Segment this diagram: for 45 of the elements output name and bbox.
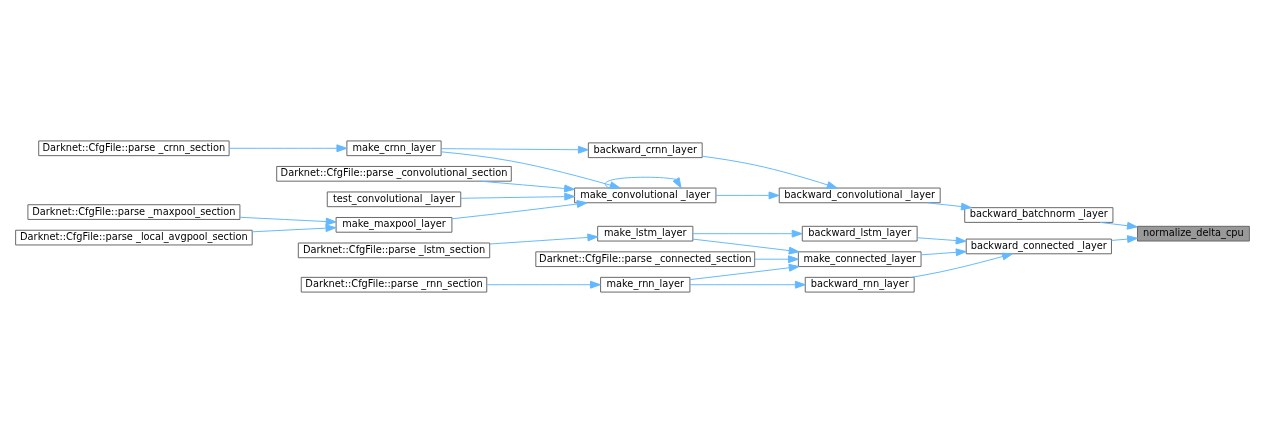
arrow bbox=[701, 155, 838, 189]
node-box: backward_rnn_layer bbox=[804, 276, 915, 293]
node-box: make_lstm_layer bbox=[597, 225, 694, 242]
node-box: make_maxpool_layer bbox=[335, 216, 453, 233]
node-box: backward_crnn_layer bbox=[587, 141, 703, 158]
arrow bbox=[489, 233, 599, 244]
arrow bbox=[251, 223, 337, 232]
arrow bbox=[1111, 234, 1138, 243]
node-box: make_rnn_layer bbox=[600, 276, 691, 293]
node-box: Darknet::CfgFile::parse _connected_section bbox=[535, 250, 756, 267]
arrow bbox=[692, 229, 803, 238]
node-box: Darknet::CfgFile::parse _maxpool_section bbox=[27, 203, 241, 220]
arrow bbox=[715, 190, 780, 199]
arrow bbox=[228, 143, 348, 152]
arrow bbox=[479, 180, 575, 192]
arrow bbox=[486, 280, 601, 289]
arrow bbox=[440, 150, 621, 189]
node-box: Darknet::CfgFile::parse _local_avgpool_section bbox=[15, 229, 253, 245]
arrow bbox=[920, 247, 967, 256]
arrow bbox=[460, 192, 576, 201]
arrow bbox=[689, 280, 806, 289]
node-box: Darknet::CfgFile::parse _rnn_section bbox=[300, 276, 488, 293]
arrow bbox=[754, 254, 799, 263]
node-box: Darknet::CfgFile::parse _convolutional_section bbox=[276, 165, 512, 182]
arrow bbox=[916, 236, 967, 244]
arrow bbox=[440, 145, 589, 154]
arrow bbox=[239, 216, 337, 225]
node-box: Darknet::CfgFile::parse _crnn_section bbox=[38, 139, 230, 156]
arrow bbox=[926, 201, 972, 210]
node-box: backward_lstm_layer bbox=[801, 225, 918, 242]
node-box: backward_batchnorm _layer bbox=[964, 206, 1114, 223]
arrow bbox=[1099, 221, 1138, 230]
arrow bbox=[689, 263, 800, 280]
node-box: test_convolutional _layer bbox=[326, 190, 462, 207]
node-box: normalize_delta_cpu bbox=[1137, 225, 1250, 242]
node-box: make_connected_layer bbox=[797, 250, 922, 267]
node-box: backward_connected _layer bbox=[965, 238, 1112, 254]
node-box: make_convolutional _layer bbox=[574, 187, 717, 203]
node-box: Darknet::CfgFile::parse _lstm_section bbox=[297, 242, 491, 258]
node-box: backward_convolutional _layer bbox=[778, 187, 941, 203]
arrow bbox=[910, 252, 1013, 278]
node-box: make_crnn_layer bbox=[346, 139, 442, 156]
arrow bbox=[604, 176, 682, 188]
arrow bbox=[692, 238, 800, 255]
arrow bbox=[451, 199, 588, 219]
